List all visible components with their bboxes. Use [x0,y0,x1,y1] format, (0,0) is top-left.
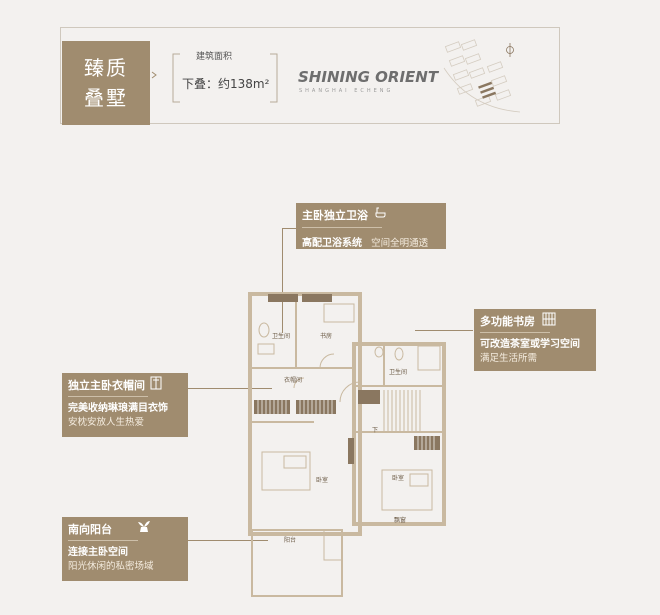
plant-icon [138,521,150,532]
brand-logo: SHINING ORIENT [298,68,439,86]
title-line-2: 叠墅 [84,86,128,110]
area-bracket [172,53,278,103]
callout-heading: 南向阳台 [68,523,112,536]
divider [68,540,138,541]
bathtub-icon [375,207,386,218]
divider [302,227,382,228]
bookshelf-icon [542,312,556,326]
wardrobe-icon [150,376,162,390]
title-line-1: 臻质 [84,56,128,80]
header-frame [60,27,560,124]
callout-subline: 安枕安放人生热爱 [68,417,145,428]
page-title: 臻质 叠墅 [62,41,150,125]
callout-heading: 多功能书房 [480,315,535,328]
callout-line: 可改造茶室或学习空间 [480,339,580,350]
leader-line [282,228,296,229]
label-bath-2: 卫生间 [389,368,407,376]
label-study: 书房 [320,332,332,340]
floor-plan: 卫生间 书房 衣帽间 卫生间 卧室 卧室 阳台 下 飘窗 [244,282,450,604]
area-value: 下叠：约138m² [182,77,270,91]
leader-line [188,540,268,541]
callout-master-bath: 主卧独立卫浴 高配卫浴系统 空间全明通透 [296,203,446,249]
arrow-icon [151,71,157,79]
callout-balcony: 南向阳台 连接主卧空间 阳光休闲的私密场域 [62,517,188,581]
divider [68,396,148,397]
leader-line [415,330,473,331]
label-bay-window: 飘窗 [394,516,406,524]
callout-subline: 空间全明通透 [371,238,429,249]
label-bath-1: 卫生间 [272,332,290,340]
callout-line: 高配卫浴系统 [302,238,362,249]
callout-heading: 主卧独立卫浴 [302,209,368,222]
label-stairs-down: 下 [372,427,378,434]
callout-wardrobe: 独立主卧衣帽间 完美收纳琳琅满目衣饰 安枕安放人生热爱 [62,373,188,437]
callout-subline: 满足生活所需 [480,353,538,364]
callout-subline: 阳光休闲的私密场域 [68,561,154,572]
site-map-icon [443,39,521,113]
leader-line [188,388,272,389]
label-bedroom-2: 卧室 [392,474,404,482]
callout-line: 完美收纳琳琅满目衣饰 [68,403,168,414]
label-bedroom-1: 卧室 [316,476,328,484]
area-label: 建筑面积 [196,52,233,62]
divider [480,332,550,333]
brand-subtitle: SHANGHAI ECHENG [299,88,394,94]
callout-heading: 独立主卧衣帽间 [68,379,145,392]
leader-line [282,228,283,333]
label-balcony: 阳台 [284,536,296,544]
label-cloakroom: 衣帽间 [284,376,302,384]
callout-study: 多功能书房 可改造茶室或学习空间 满足生活所需 [474,309,596,371]
floor-plan-drawing: 卫生间 书房 衣帽间 卫生间 卧室 卧室 阳台 下 飘窗 [248,292,446,597]
callout-line: 连接主卧空间 [68,547,128,558]
